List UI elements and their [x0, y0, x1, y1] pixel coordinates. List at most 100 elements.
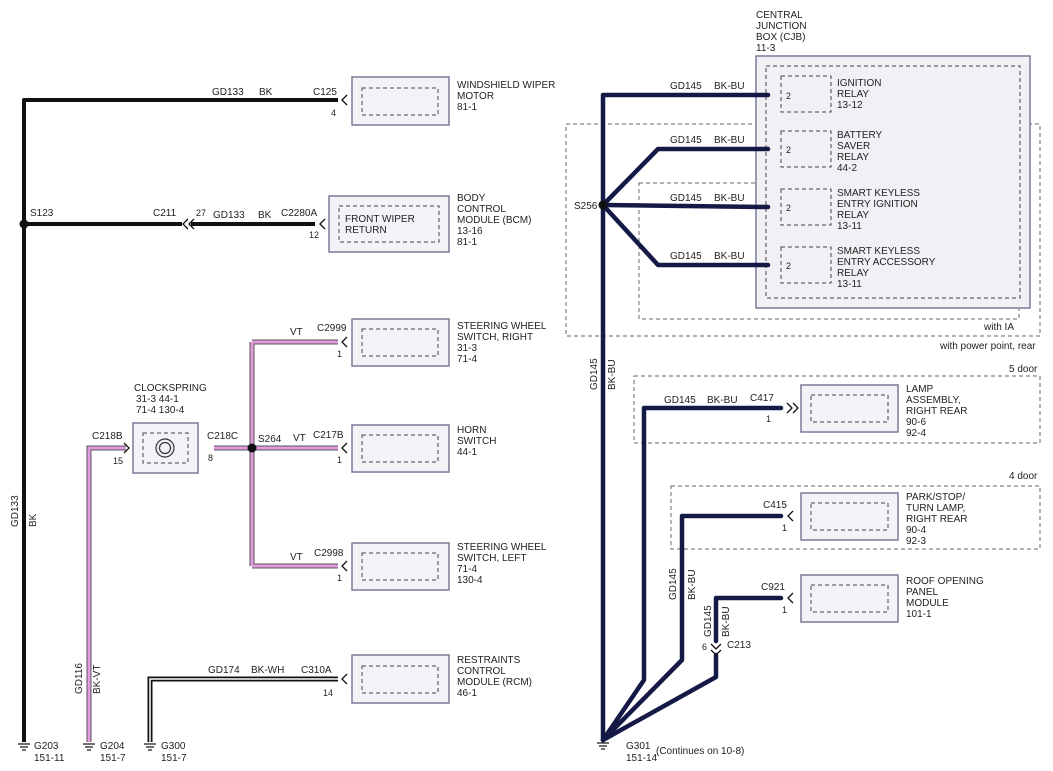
rcm-ref: 46-1 [457, 688, 477, 699]
cjb-title-3: BOX (CJB) [756, 32, 805, 43]
ground-g301-ref: 151-14 [626, 753, 658, 764]
connector-c921-label: C921 [761, 582, 785, 593]
circuit-label-gd145-4: GD145 [670, 251, 702, 262]
pin-ignition-relay: 2 [786, 91, 791, 101]
wiper-motor-label-2: MOTOR [457, 91, 494, 102]
pin-c2998: 1 [337, 573, 342, 583]
swr-label-1: STEERING WHEEL [457, 321, 547, 332]
pin-c211: 27 [196, 208, 206, 218]
park-lamp-label-1: PARK/STOP/ [906, 492, 965, 503]
wire-gd145-park-lamp [600, 513, 784, 743]
connector-c310a-label: C310A [301, 665, 332, 676]
circuit-color-bkwh: BK-WH [251, 665, 284, 676]
ske-acc-ref: 13-11 [837, 279, 862, 290]
horn-label-2: SWITCH [457, 436, 496, 447]
wiper-motor-ref: 81-1 [457, 102, 477, 113]
connector-c218c-label: C218C [207, 431, 238, 442]
swl-label-1: STEERING WHEEL [457, 542, 547, 553]
circuit-label-gd145-2: GD145 [670, 135, 702, 146]
pin-c217b: 1 [337, 455, 342, 465]
ignition-relay-label-1: IGNITION [837, 78, 881, 89]
park-lamp-label-2: TURN LAMP, [906, 503, 965, 514]
circuit-color-bkbu-1: BK-BU [714, 81, 745, 92]
horn-ref: 44-1 [457, 447, 477, 458]
ske-acc-label-2: ENTRY ACCESSORY [837, 257, 936, 268]
connector-c211-label: C211 [153, 208, 177, 219]
ske-acc-label-3: RELAY [837, 268, 869, 279]
swl-ref-1: 71-4 [457, 564, 477, 575]
circuit-color-vt-top: VT [290, 327, 303, 338]
clockspring-outer-ring [155, 438, 175, 458]
ground-g301-symbol [597, 742, 609, 750]
wire-gd145-ske-ignition [600, 202, 771, 210]
swr-ref-1: 31-3 [457, 343, 477, 354]
pin-c921: 1 [782, 605, 787, 615]
connector-c2999-label: C2999 [317, 323, 347, 334]
roof-label-2: PANEL [906, 587, 938, 598]
wire-gd174 [147, 676, 338, 742]
pin-c417: 1 [766, 414, 771, 424]
note-with-ia: with IA [983, 322, 1014, 333]
roof-label-3: MODULE [906, 598, 949, 609]
pin-ske-acc-relay: 2 [786, 261, 791, 271]
lamp-rr-ref-2: 92-4 [906, 428, 926, 439]
pin-c2280a: 12 [309, 230, 319, 240]
ground-g300-ref: 151-7 [161, 753, 187, 764]
circuit-label-gd133-vertical: GD133 [10, 495, 21, 527]
pin-ske-ign-relay: 2 [786, 203, 791, 213]
circuit-color-bkbu-lamp: BK-BU [707, 395, 738, 406]
lamp-rr-label-3: RIGHT REAR [906, 406, 968, 417]
circuit-label-gd145-3: GD145 [670, 193, 702, 204]
ground-g203-label: G203 [34, 741, 59, 752]
pin-battery-relay: 2 [786, 145, 791, 155]
clockspring-ref-2: 71-4 130-4 [136, 405, 185, 416]
circuit-color-bk-top: BK [259, 87, 273, 98]
wire-gd145-roof [600, 652, 719, 743]
swl-label-2: SWITCH, LEFT [457, 553, 526, 564]
ignition-relay-ref: 13-12 [837, 100, 863, 111]
connector-c218b-symbol [123, 442, 130, 454]
bcm-label-2: CONTROL [457, 204, 506, 215]
circuit-color-bkbu-roof: BK-BU [721, 606, 732, 637]
ske-accessory-relay-box [780, 246, 832, 284]
connector-c125-label: C125 [313, 87, 337, 98]
wiper-motor-box [351, 76, 450, 126]
clockspring-box [132, 422, 199, 474]
bcm-inner-label-1: FRONT WIPER [345, 214, 415, 225]
lamp-rr-label-1: LAMP [906, 384, 934, 395]
wire-gd133-trunk [22, 98, 338, 742]
battery-relay-label-1: BATTERY [837, 130, 883, 141]
clockspring-inner [142, 432, 189, 464]
connector-c218b-label: C218B [92, 431, 123, 442]
splice-s256-label: S256 [574, 201, 598, 212]
ske-ign-label-1: SMART KEYLESS [837, 188, 920, 199]
pin-c218c: 8 [208, 453, 213, 463]
bcm-label-1: BODY [457, 193, 486, 204]
ground-g204-symbol [83, 743, 95, 751]
ground-g204-ref: 151-7 [100, 753, 126, 764]
cjb-box [755, 55, 1031, 309]
circuit-color-bkbu-3: BK-BU [714, 193, 745, 204]
pin-c310a: 14 [323, 688, 333, 698]
ground-g300-symbol [144, 743, 156, 751]
circuit-label-gd145-park: GD145 [668, 568, 679, 600]
circuit-label-gd133-top: GD133 [212, 87, 244, 98]
roof-module-box [800, 574, 899, 623]
swr-ref-2: 71-4 [457, 354, 477, 365]
clockspring-label: CLOCKSPRING [134, 383, 207, 394]
connector-c417-symbol [786, 402, 799, 414]
circuit-label-gd145-vertical: GD145 [589, 358, 600, 390]
continues-note: (Continues on 10-8) [656, 746, 744, 757]
ske-ignition-relay-box [780, 188, 832, 226]
rcm-label-2: CONTROL [457, 666, 506, 677]
horn-label-1: HORN [457, 425, 486, 436]
five-door-region [633, 375, 1041, 444]
circuit-color-bkbu-vertical: BK-BU [607, 359, 618, 390]
ground-g301-label: G301 [626, 741, 651, 752]
rcm-inner [361, 665, 439, 694]
splice-s264-dot [247, 443, 257, 453]
circuit-label-gd145-lamp: GD145 [664, 395, 696, 406]
connector-c415-label: C415 [763, 500, 787, 511]
swl-box [351, 542, 450, 591]
